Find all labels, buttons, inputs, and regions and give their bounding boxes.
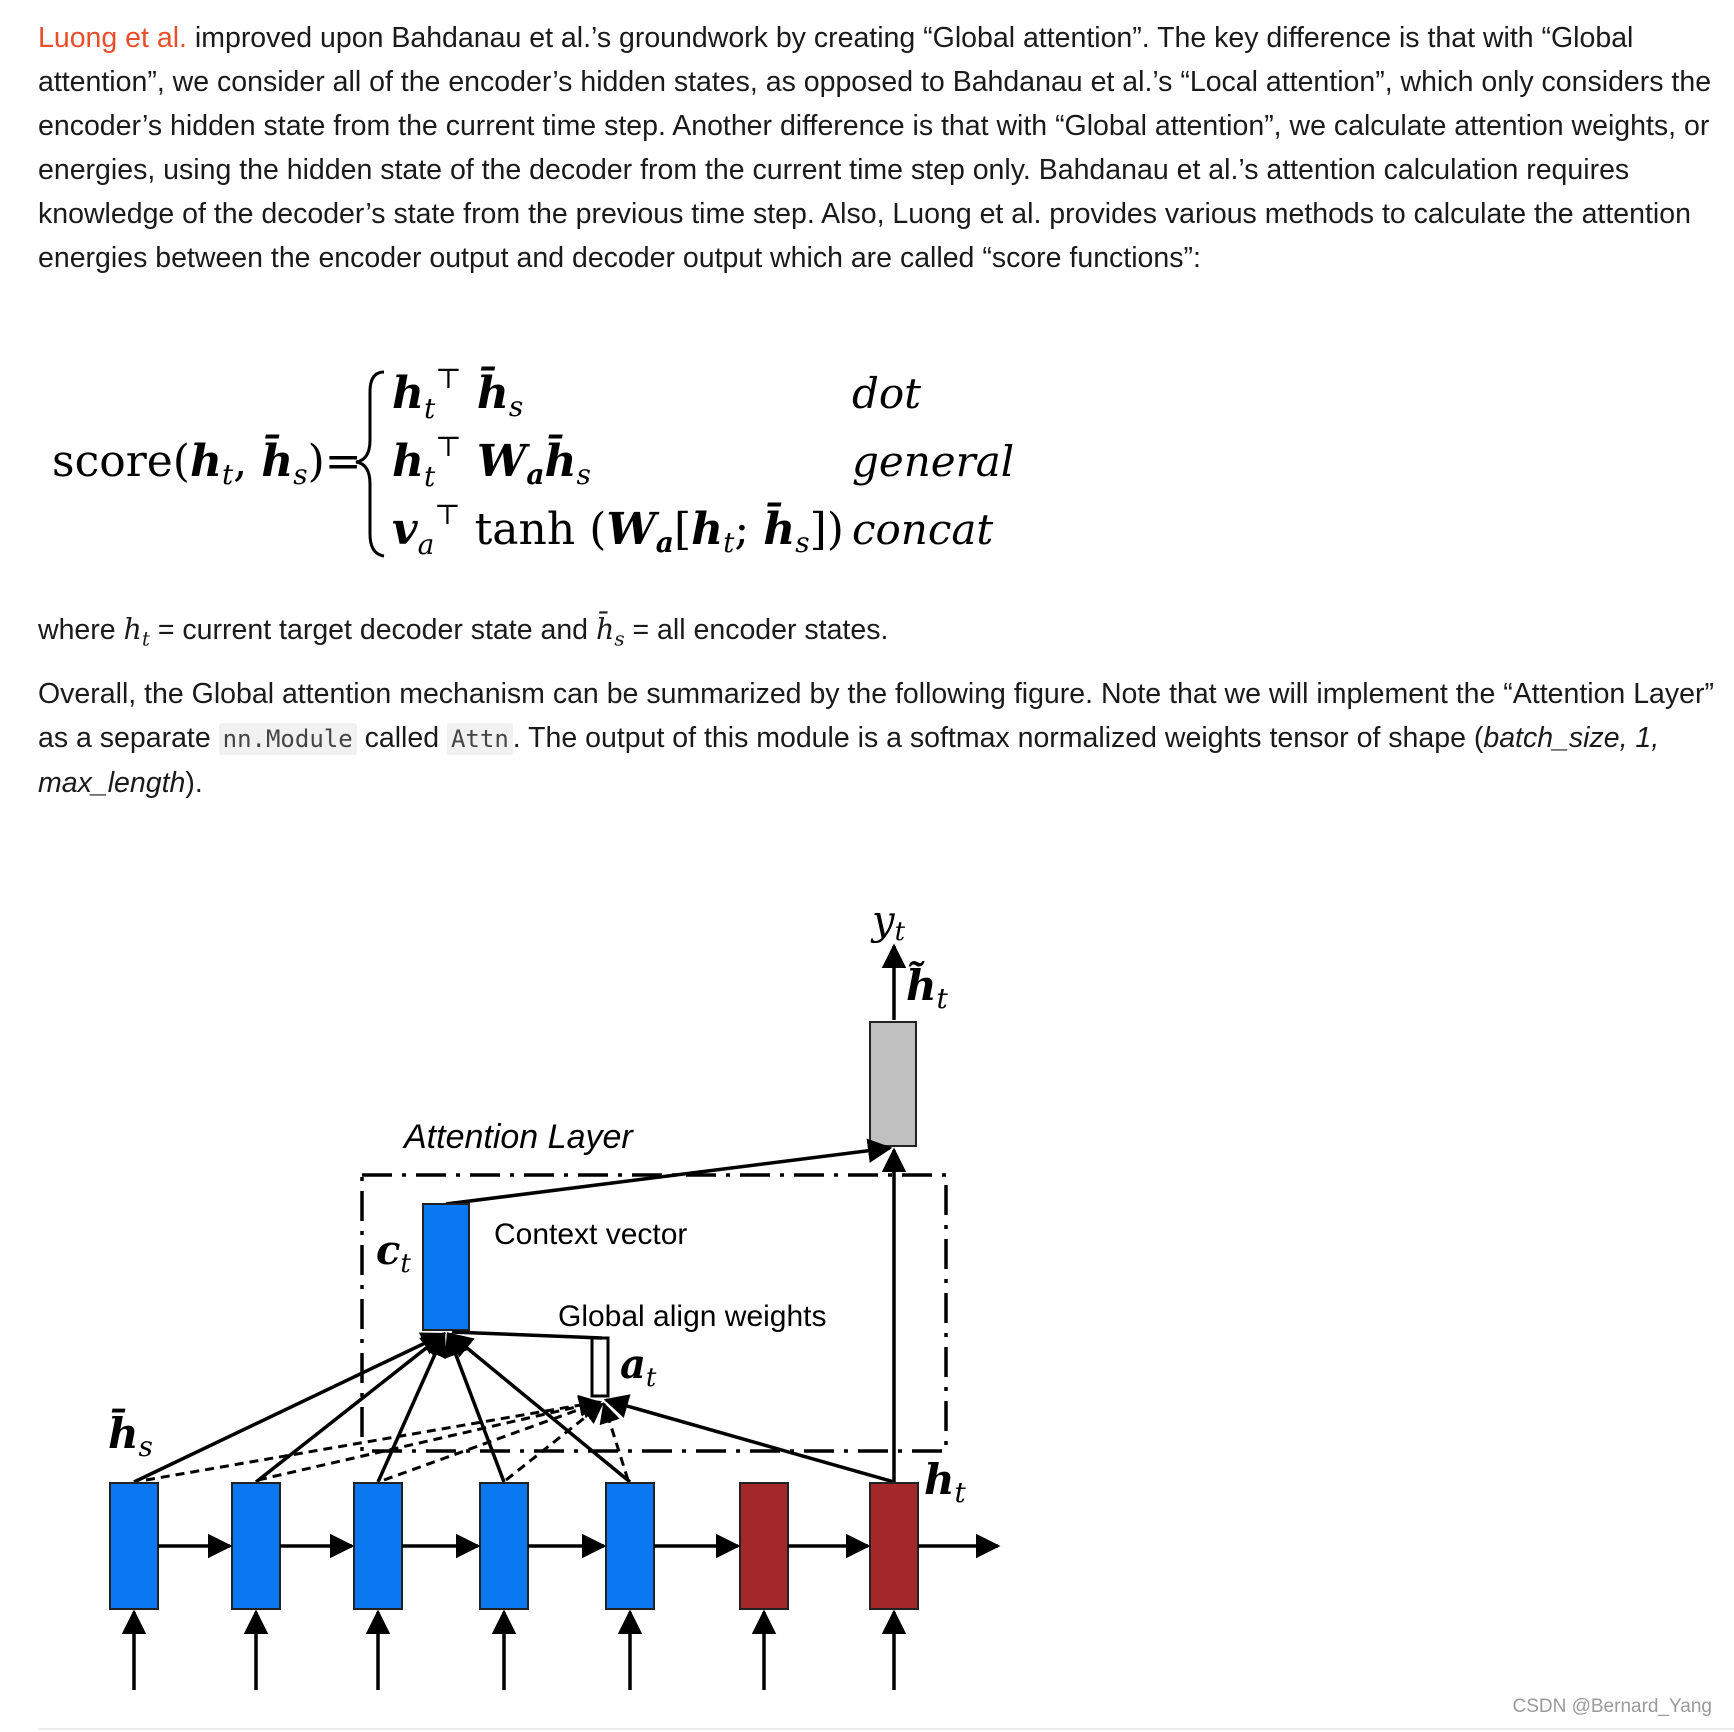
encoder-to-align-dashed-lines	[145, 1394, 630, 1482]
decoder-state-2	[869, 1482, 919, 1610]
ht-to-align-line	[603, 1394, 895, 1484]
ct-label: ct	[376, 1227, 411, 1279]
encoder-state-2	[231, 1482, 281, 1610]
align-weights-box	[590, 1336, 610, 1398]
case-dot-expr: ht⊤ h̄s	[392, 362, 523, 425]
overview-paragraph: Overall, the Global attention mechanism …	[38, 678, 1714, 799]
align-to-context-line	[451, 1330, 603, 1340]
input-arrows	[121, 1609, 907, 1690]
at-label: at	[620, 1341, 657, 1393]
case-concat-expr: va⊤ tanh (Wa[ht; h̄s])	[392, 498, 844, 561]
context-vector-label: Context vector	[494, 1218, 687, 1251]
htilde-label: h̃t	[906, 960, 949, 1015]
csdn-watermark: CSDN @Bernard_Yang	[1512, 1696, 1712, 1717]
case-brace	[355, 370, 385, 558]
ht-label: ht	[924, 1455, 967, 1509]
nn-module-code: nn.Module	[218, 723, 357, 755]
output-box	[869, 1021, 917, 1147]
context-to-output-line	[445, 1138, 893, 1206]
encoder-state-3	[353, 1482, 403, 1610]
attention-layer-box	[360, 1173, 948, 1453]
attn-code: Attn	[446, 723, 513, 755]
global-align-label: Global align weights	[558, 1300, 827, 1333]
ht-symbol: ht	[123, 613, 150, 651]
case-dot-label: dot	[852, 369, 921, 418]
bottom-divider	[38, 1728, 1734, 1730]
score-fn-label: score(ht, h̄s)=	[52, 433, 362, 491]
context-vector-box	[422, 1203, 470, 1331]
case-general-expr: ht⊤ Wah̄s	[392, 430, 591, 493]
hs-symbol: h̄s	[595, 613, 625, 651]
case-concat-label: concat	[852, 505, 993, 554]
attention-layer-label: Attention Layer	[402, 1118, 634, 1156]
yt-label: yt	[870, 898, 906, 947]
intro-paragraph: Luong et al. improved upon Bahdanau et a…	[38, 16, 1728, 280]
encoder-state-4	[479, 1482, 529, 1610]
intro-text: improved upon Bahdanau et al.’s groundwo…	[38, 22, 1712, 274]
luong-link[interactable]: Luong et al.	[38, 22, 187, 54]
encoder-to-context-lines	[133, 1331, 632, 1484]
case-general-label: general	[852, 437, 1014, 486]
score-equation: score(ht, h̄s)= ht⊤ h̄s dot ht⊤ Wah̄s ge…	[52, 362, 1014, 561]
hs-label: h̄s	[108, 1407, 153, 1463]
decoder-state-1	[739, 1482, 789, 1610]
shape-italic: batch_size, 1, max_length	[38, 722, 1660, 799]
where-paragraph: where ht = current target decoder state …	[38, 613, 889, 651]
global-attention-diagram: yt h̃t Attention Layer ct Context vector…	[108, 898, 1001, 1690]
encoder-state-5	[605, 1482, 655, 1610]
encoder-state-1	[109, 1482, 159, 1610]
